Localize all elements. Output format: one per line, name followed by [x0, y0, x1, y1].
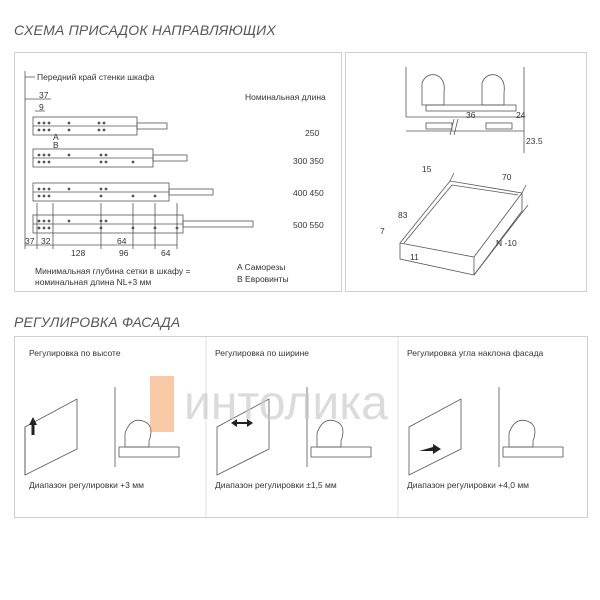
dim-83: 83 — [398, 210, 408, 220]
drilling-scheme-panel: Передний край стенки шкафа Номинальная д… — [14, 52, 342, 292]
adjustment-drawings — [24, 337, 564, 517]
dim-70: 70 — [502, 172, 512, 182]
legend-b: B Евровинты — [237, 274, 289, 284]
dim-11: 11 — [410, 252, 419, 262]
watermark-logo-mark — [150, 376, 174, 432]
length-500-550: 500 550 — [293, 220, 324, 230]
watermark: интолика — [150, 366, 450, 446]
dim-15: 15 — [422, 164, 432, 174]
dim-36: 36 — [466, 110, 476, 120]
assembly-drawing — [399, 67, 529, 276]
dim-7: 7 — [380, 226, 385, 236]
min-depth-line1: Минимальная глубина сетки в шкафу = — [35, 266, 191, 276]
tilt-adjust-range: Диапазон регулировки +4,0 мм — [407, 480, 530, 490]
height-adjust-range: Диапазон регулировки +3 мм — [29, 480, 144, 490]
min-depth-line2: номинальная длина NL+3 мм — [35, 277, 152, 287]
length-250: 250 — [305, 128, 320, 138]
length-400-450: 400 450 — [293, 188, 324, 198]
adjustment-panel: Регулировка по высоте Регулировка по шир… — [14, 336, 588, 518]
length-300-350: 300 350 — [293, 156, 324, 166]
front-edge-label: Передний край стенки шкафа — [37, 72, 155, 82]
drilling-section-title: СХЕМА ПРИСАДОК НАПРАВЛЯЮЩИХ — [14, 22, 276, 38]
bottom-dim-128: 128 — [71, 248, 86, 258]
bottom-dim-32: 32 — [41, 236, 51, 246]
width-adjust-range: Диапазон регулировки ±1,5 мм — [215, 480, 337, 490]
height-adjust-title: Регулировка по высоте — [29, 348, 121, 358]
dim-24: 24 — [516, 110, 526, 120]
bottom-dim-64-b: 64 — [161, 248, 171, 258]
arrow-up-icon — [29, 417, 37, 435]
nominal-length-label: Номинальная длина — [245, 92, 326, 102]
tilt-adjust-title: Регулировка угла наклона фасада — [407, 348, 544, 358]
arrow-right-icon — [419, 444, 441, 454]
arrow-left-right-icon — [231, 419, 253, 427]
bottom-dim-96: 96 — [119, 248, 129, 258]
legend-a: A Саморезы — [237, 262, 286, 272]
drilling-scheme-drawing — [24, 71, 254, 249]
bottom-dim-64-a: 64 — [117, 236, 127, 246]
dim-23-5: 23.5 — [526, 136, 543, 146]
adjustment-section-title: РЕГУЛИРОВКА ФАСАДА — [14, 314, 181, 330]
watermark-text: интолика — [184, 377, 388, 430]
top-dim-37: 37 — [39, 90, 49, 100]
hole-letter-b: B — [53, 140, 59, 150]
hole-letter-a: A — [53, 132, 59, 142]
top-dim-9: 9 — [39, 102, 44, 112]
bottom-dim-37: 37 — [25, 236, 35, 246]
dim-n-10: N -10 — [496, 238, 517, 248]
assembly-drawing-panel: 36 24 23.5 70 15 83 7 11 N -10 — [345, 52, 587, 292]
width-adjust-title: Регулировка по ширине — [215, 348, 310, 358]
